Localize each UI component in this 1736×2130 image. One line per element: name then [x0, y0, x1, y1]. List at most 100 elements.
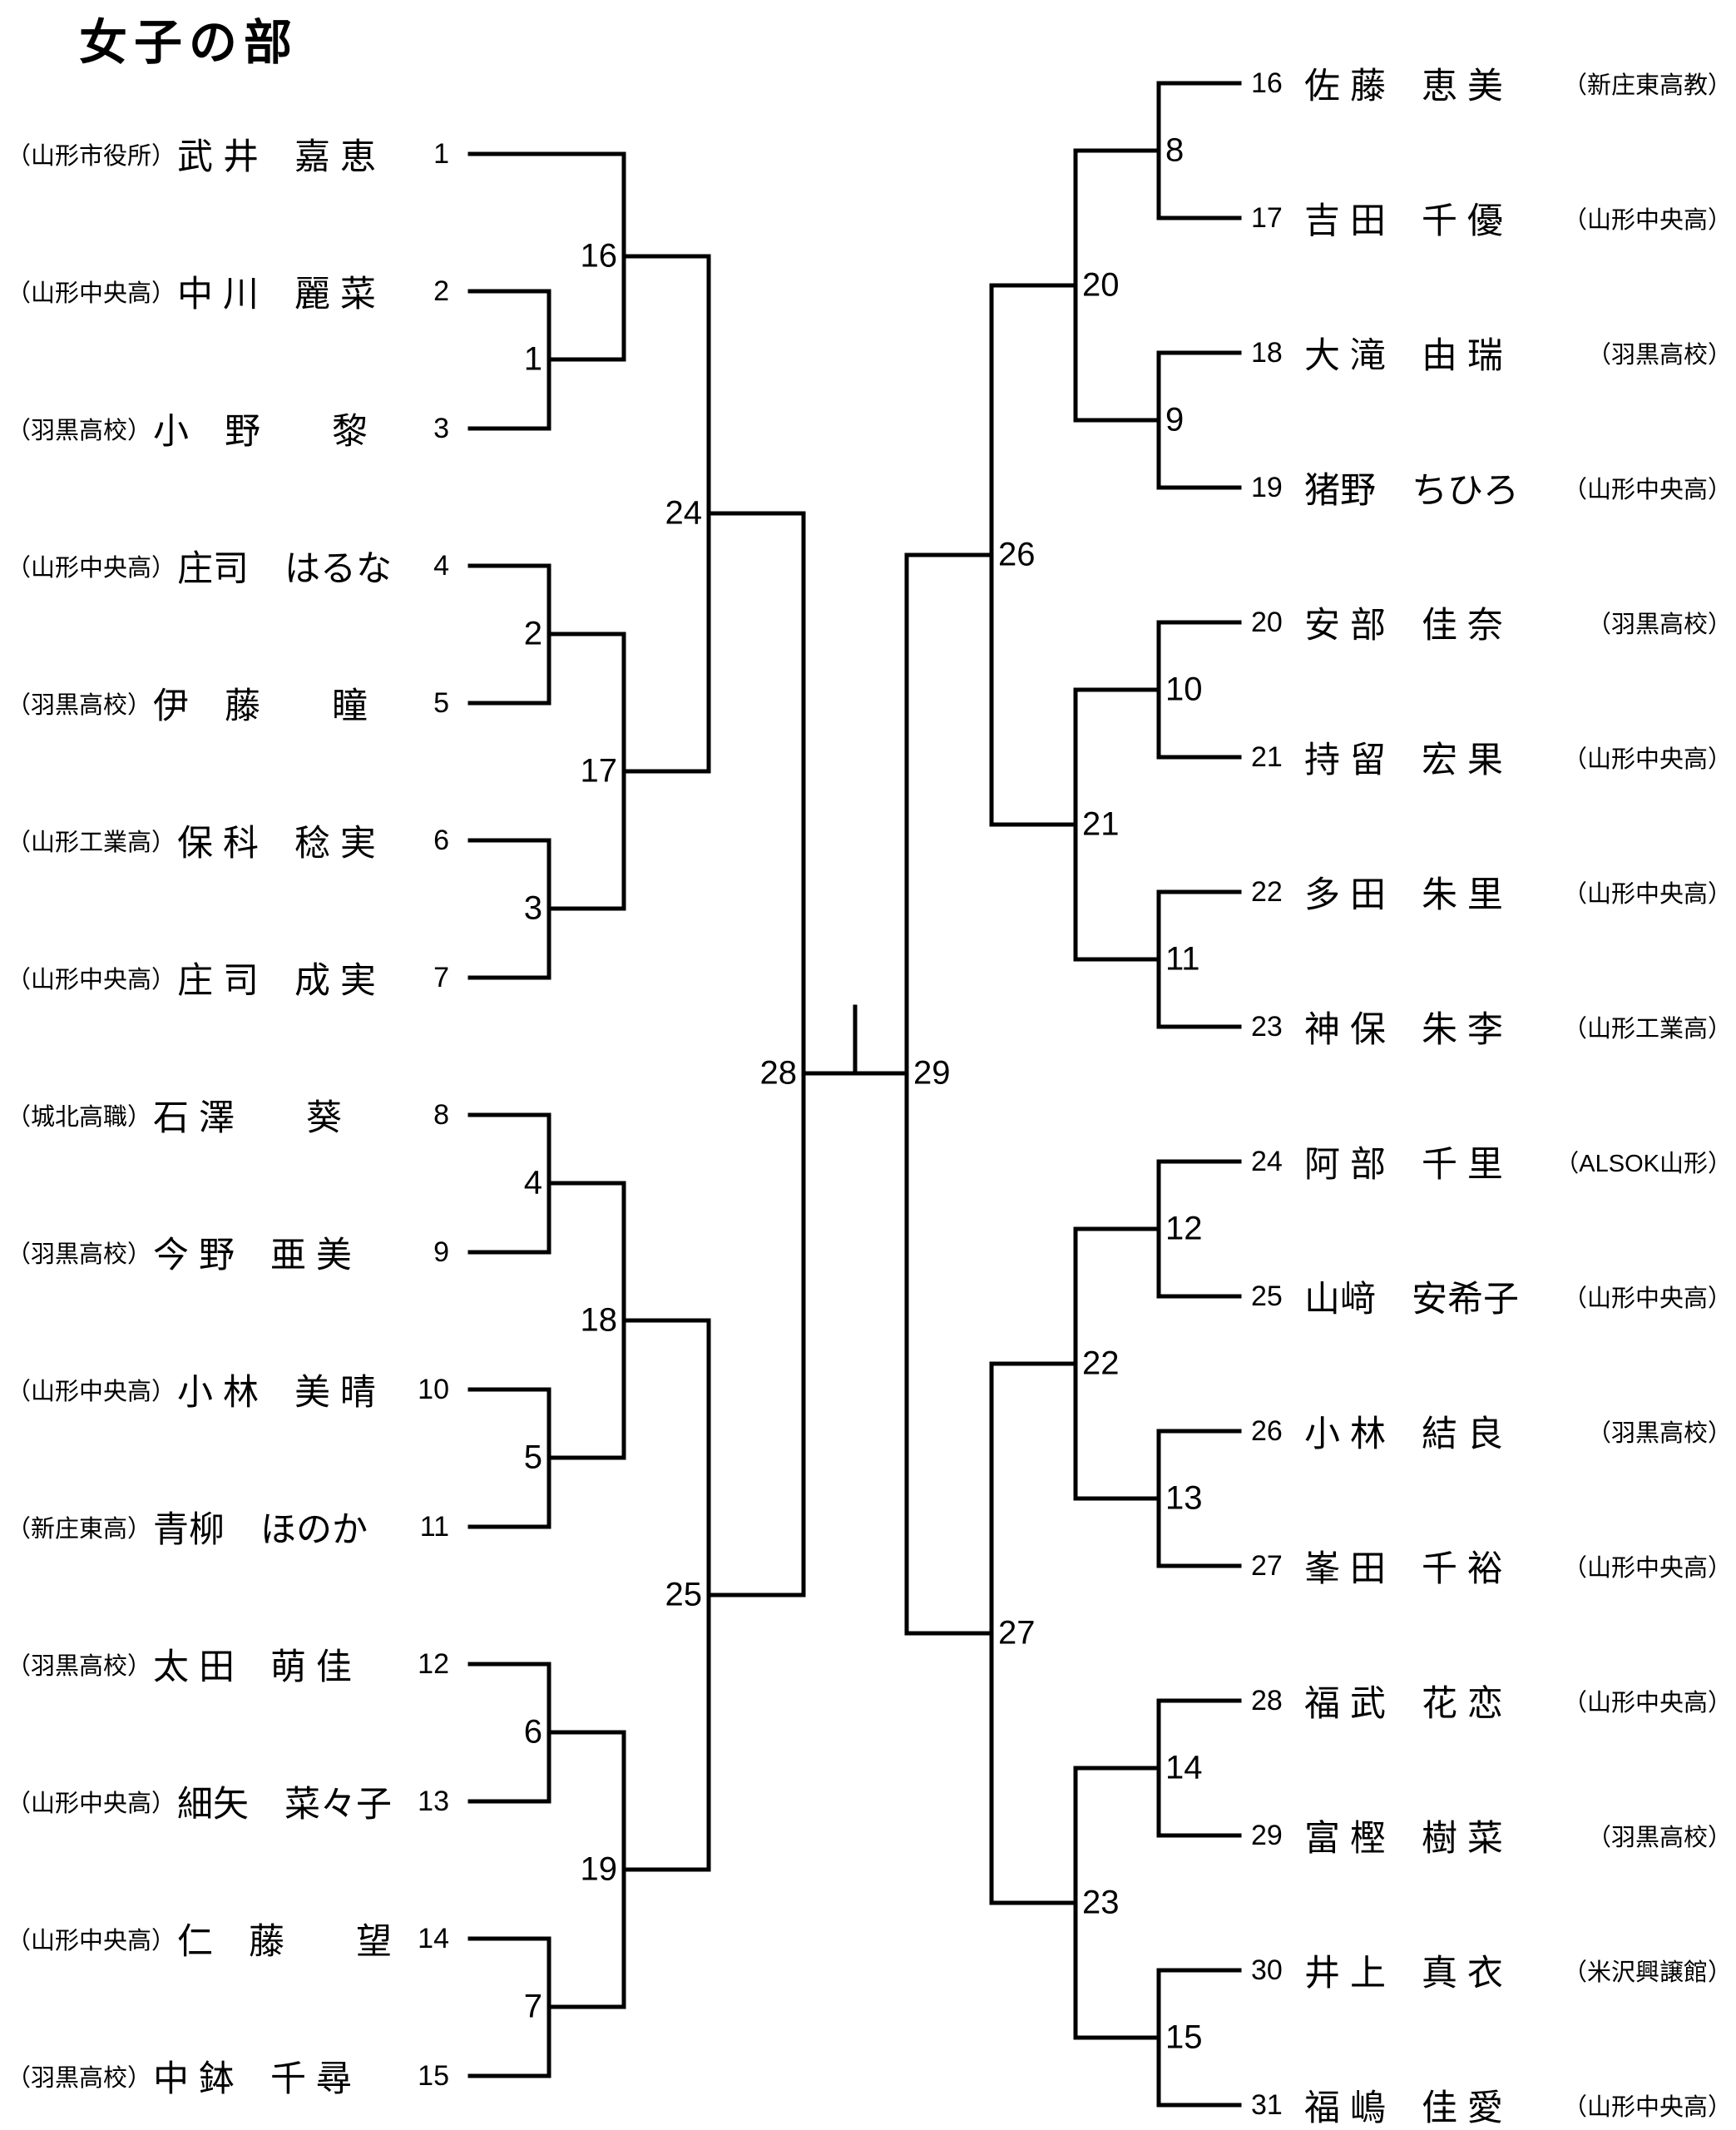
player-15-club: （羽黒高校） [7, 2065, 152, 2092]
player-30-name: 井 上 真 衣 [1304, 1954, 1503, 1994]
player-8-club: （城北高職） [7, 1104, 152, 1131]
player-8-seed: 8 [433, 1098, 449, 1131]
player-24-name: 阿 部 千 里 [1304, 1145, 1503, 1185]
player-22-seed: 22 [1251, 875, 1283, 908]
match-label-8: 8 [1165, 131, 1185, 169]
match-label-9: 9 [1165, 401, 1185, 438]
player-row-30: 30 井 上 真 衣 （米沢興譲館） [1251, 1944, 1732, 1997]
player-15-name: 中 鉢 千 尋 [153, 2059, 352, 2099]
player-3-club: （羽黒高校） [7, 418, 152, 444]
player-10-name: 小 林 美 晴 [177, 1373, 376, 1413]
player-11-seed: 11 [419, 1510, 449, 1543]
player-16-club: （新庄東高教） [1562, 72, 1732, 99]
player-23-name: 神 保 朱 李 [1304, 1010, 1503, 1050]
match-label-2: 2 [523, 615, 542, 652]
player-9-club: （羽黒高校） [7, 1241, 152, 1268]
match-16-bracket [621, 151, 711, 362]
match-11-bracket [1073, 889, 1161, 1029]
player-31-seed: 31 [1251, 2088, 1283, 2121]
player-27-seed: 27 [1251, 1549, 1283, 1582]
player-4-name: 庄司 はるな [177, 549, 393, 589]
player-3-name: 小 野 黎 [153, 412, 368, 452]
match-label-24: 24 [665, 494, 703, 532]
player-22-name: 多 田 朱 里 [1304, 875, 1503, 915]
match-12-bracket [1073, 1159, 1161, 1299]
player-11-name: 青柳 ほのか [153, 1510, 368, 1550]
player-26-name: 小 林 結 良 [1304, 1414, 1503, 1454]
player-1-seed: 1 [433, 137, 449, 170]
match-25-bracket [706, 1318, 806, 1872]
player-26-seed: 26 [1251, 1414, 1283, 1447]
match-8-bracket [1073, 81, 1161, 220]
player-5-name: 伊 藤 瞳 [153, 686, 368, 726]
match-label-28: 28 [759, 1054, 798, 1092]
player-18-name: 大 滝 由 瑞 [1304, 336, 1503, 376]
player-1-club: （山形市役所） [7, 143, 176, 170]
match-10-bracket [1073, 620, 1161, 760]
player-7-seed: 7 [433, 961, 449, 993]
player-13-seed: 13 [418, 1785, 449, 1817]
match-19-bracket [621, 1730, 711, 2009]
player-6-club: （山形工業高） [7, 830, 176, 856]
player-7-club: （山形中央高） [7, 967, 176, 993]
player-16-name: 佐 藤 恵 美 [1304, 67, 1503, 106]
player-23-club: （山形工業高） [1562, 1016, 1732, 1043]
match-label-17: 17 [580, 752, 618, 790]
match-5-bracket [547, 1387, 626, 1529]
match-label-3: 3 [523, 889, 542, 927]
player-18-seed: 18 [1251, 336, 1283, 369]
player-14-club: （山形中央高） [7, 1928, 176, 1954]
match-label-7: 7 [523, 1988, 542, 2025]
player-21-name: 持 留 宏 果 [1304, 741, 1503, 780]
player-12-name: 太 田 萌 佳 [153, 1647, 352, 1687]
player-27-name: 峯 田 千 裕 [1304, 1549, 1503, 1589]
match-2-bracket [547, 563, 626, 706]
player-21-seed: 21 [1251, 741, 1283, 773]
match-26-bracket [904, 283, 994, 827]
player-24-club: （ALSOK山形） [1555, 1151, 1732, 1177]
player-10-seed: 10 [418, 1373, 449, 1405]
player-30-seed: 30 [1251, 1954, 1283, 1986]
match-label-6: 6 [523, 1713, 542, 1751]
match-label-11: 11 [1165, 940, 1200, 978]
match-21-bracket [989, 687, 1078, 962]
player-28-seed: 28 [1251, 1684, 1283, 1716]
match-label-12: 12 [1165, 1210, 1203, 1247]
match-23-bracket [989, 1766, 1078, 2040]
match-1-bracket [547, 289, 626, 431]
player-29-seed: 29 [1251, 1819, 1283, 1851]
player-31-club: （山形中央高） [1562, 2094, 1732, 2121]
player-17-seed: 17 [1251, 201, 1283, 234]
player-30-club: （米沢興譲館） [1562, 1959, 1732, 1986]
player-12-seed: 12 [418, 1647, 449, 1680]
player-4-club: （山形中央高） [7, 555, 176, 582]
player-21-club: （山形中央高） [1562, 746, 1732, 773]
player-5-club: （羽黒高校） [7, 692, 152, 719]
match-27-bracket [904, 1361, 994, 1905]
match-label-19: 19 [580, 1850, 618, 1888]
match-3-bracket [547, 838, 626, 980]
player-14-name: 仁 藤 望 [177, 1922, 393, 1962]
player-9-seed: 9 [433, 1236, 449, 1268]
match-20-bracket [989, 148, 1078, 423]
